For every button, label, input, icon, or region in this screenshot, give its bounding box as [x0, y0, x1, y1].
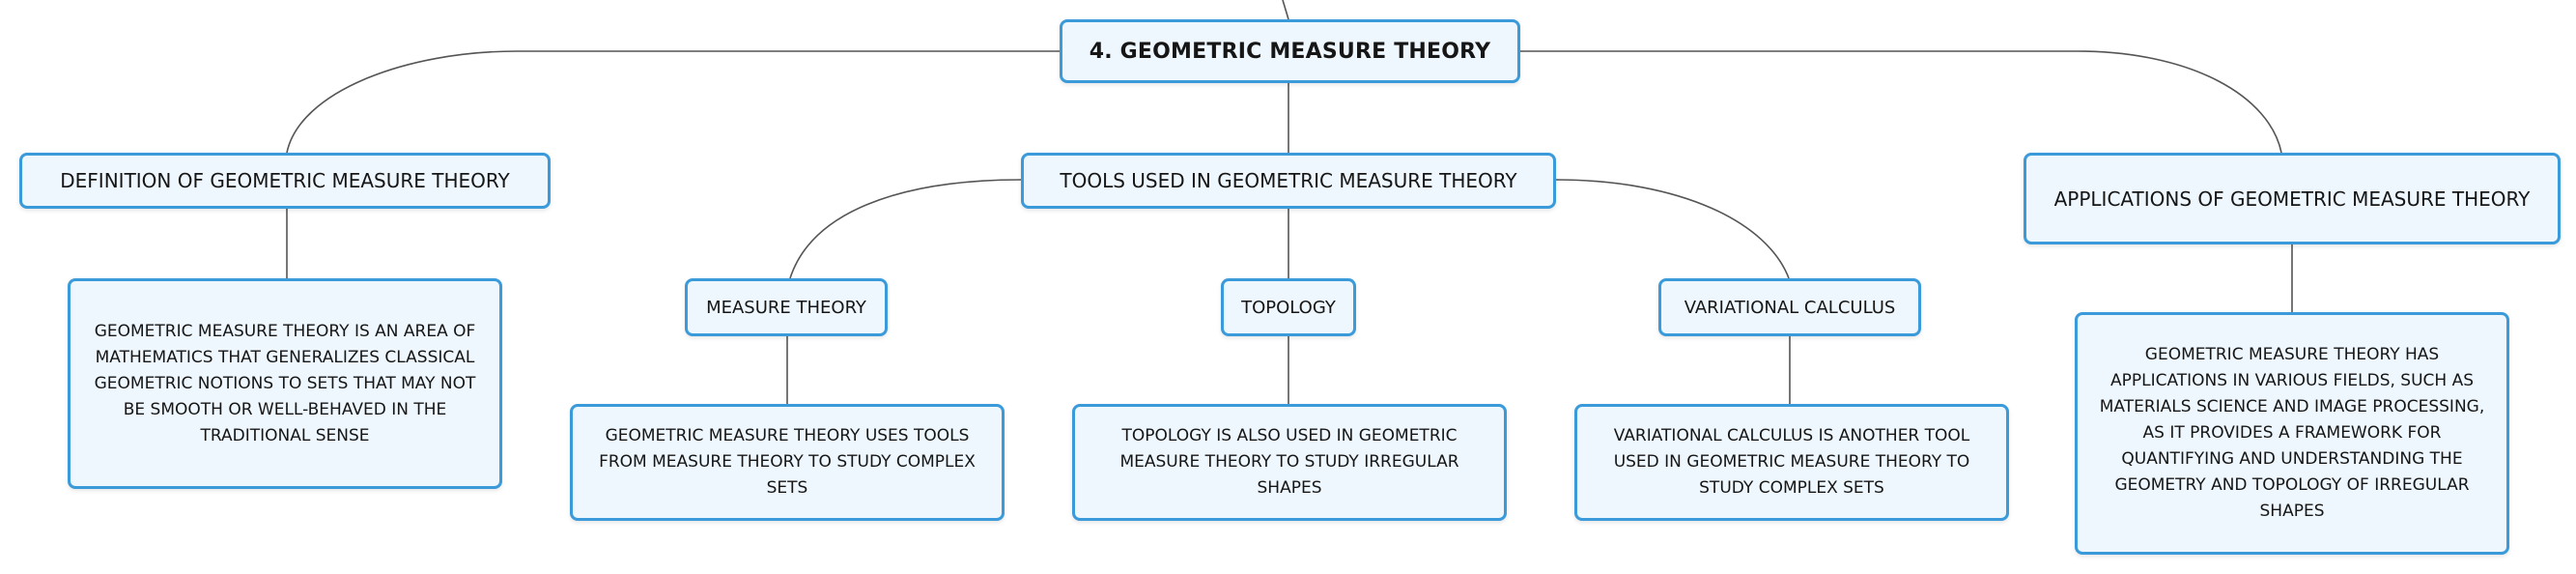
note-variational-calculus[interactable]: VARIATIONAL CALCULUS IS ANOTHER TOOL USE… [1574, 404, 2009, 521]
note-applications[interactable]: GEOMETRIC MEASURE THEORY HAS APPLICATION… [2075, 312, 2509, 555]
root-node[interactable]: 4. GEOMETRIC MEASURE THEORY [1060, 19, 1520, 83]
topic-applications-label: APPLICATIONS OF GEOMETRIC MEASURE THEORY [2053, 187, 2531, 211]
topic-tools-label: TOOLS USED IN GEOMETRIC MEASURE THEORY [1060, 169, 1517, 192]
connector-tools-variational [1555, 179, 1790, 279]
subtopic-variational-calculus-label: VARIATIONAL CALCULUS [1684, 297, 1896, 318]
connector-root-definition [286, 50, 1060, 154]
subtopic-measure-theory[interactable]: MEASURE THEORY [685, 278, 888, 336]
note-variational-calculus-text: VARIATIONAL CALCULUS IS ANOTHER TOOL USE… [1613, 426, 1970, 498]
connector-root-applications [1520, 50, 2282, 154]
topic-applications[interactable]: APPLICATIONS OF GEOMETRIC MEASURE THEORY [2024, 153, 2561, 244]
subtopic-topology-label: TOPOLOGY [1241, 297, 1336, 318]
subtopic-topology[interactable]: TOPOLOGY [1221, 278, 1356, 336]
note-measure-theory[interactable]: GEOMETRIC MEASURE THEORY USES TOOLS FROM… [570, 404, 1005, 521]
note-measure-theory-text: GEOMETRIC MEASURE THEORY USES TOOLS FROM… [599, 426, 976, 498]
note-applications-text: GEOMETRIC MEASURE THEORY HAS APPLICATION… [2099, 345, 2485, 521]
root-label: 4. GEOMETRIC MEASURE THEORY [1089, 39, 1491, 64]
note-topology-text: TOPOLOGY IS ALSO USED IN GEOMETRIC MEASU… [1119, 426, 1459, 498]
topic-definition-label: DEFINITION OF GEOMETRIC MEASURE THEORY [60, 169, 510, 192]
topic-definition[interactable]: DEFINITION OF GEOMETRIC MEASURE THEORY [19, 153, 551, 209]
subtopic-variational-calculus[interactable]: VARIATIONAL CALCULUS [1658, 278, 1921, 336]
connector-root-parent [1282, 0, 1289, 20]
topic-tools[interactable]: TOOLS USED IN GEOMETRIC MEASURE THEORY [1021, 153, 1556, 209]
note-topology[interactable]: TOPOLOGY IS ALSO USED IN GEOMETRIC MEASU… [1072, 404, 1507, 521]
note-definition[interactable]: GEOMETRIC MEASURE THEORY IS AN AREA OF M… [68, 278, 502, 489]
note-definition-text: GEOMETRIC MEASURE THEORY IS AN AREA OF M… [94, 321, 476, 445]
subtopic-measure-theory-label: MEASURE THEORY [706, 297, 866, 318]
connector-tools-measure [789, 179, 1022, 279]
